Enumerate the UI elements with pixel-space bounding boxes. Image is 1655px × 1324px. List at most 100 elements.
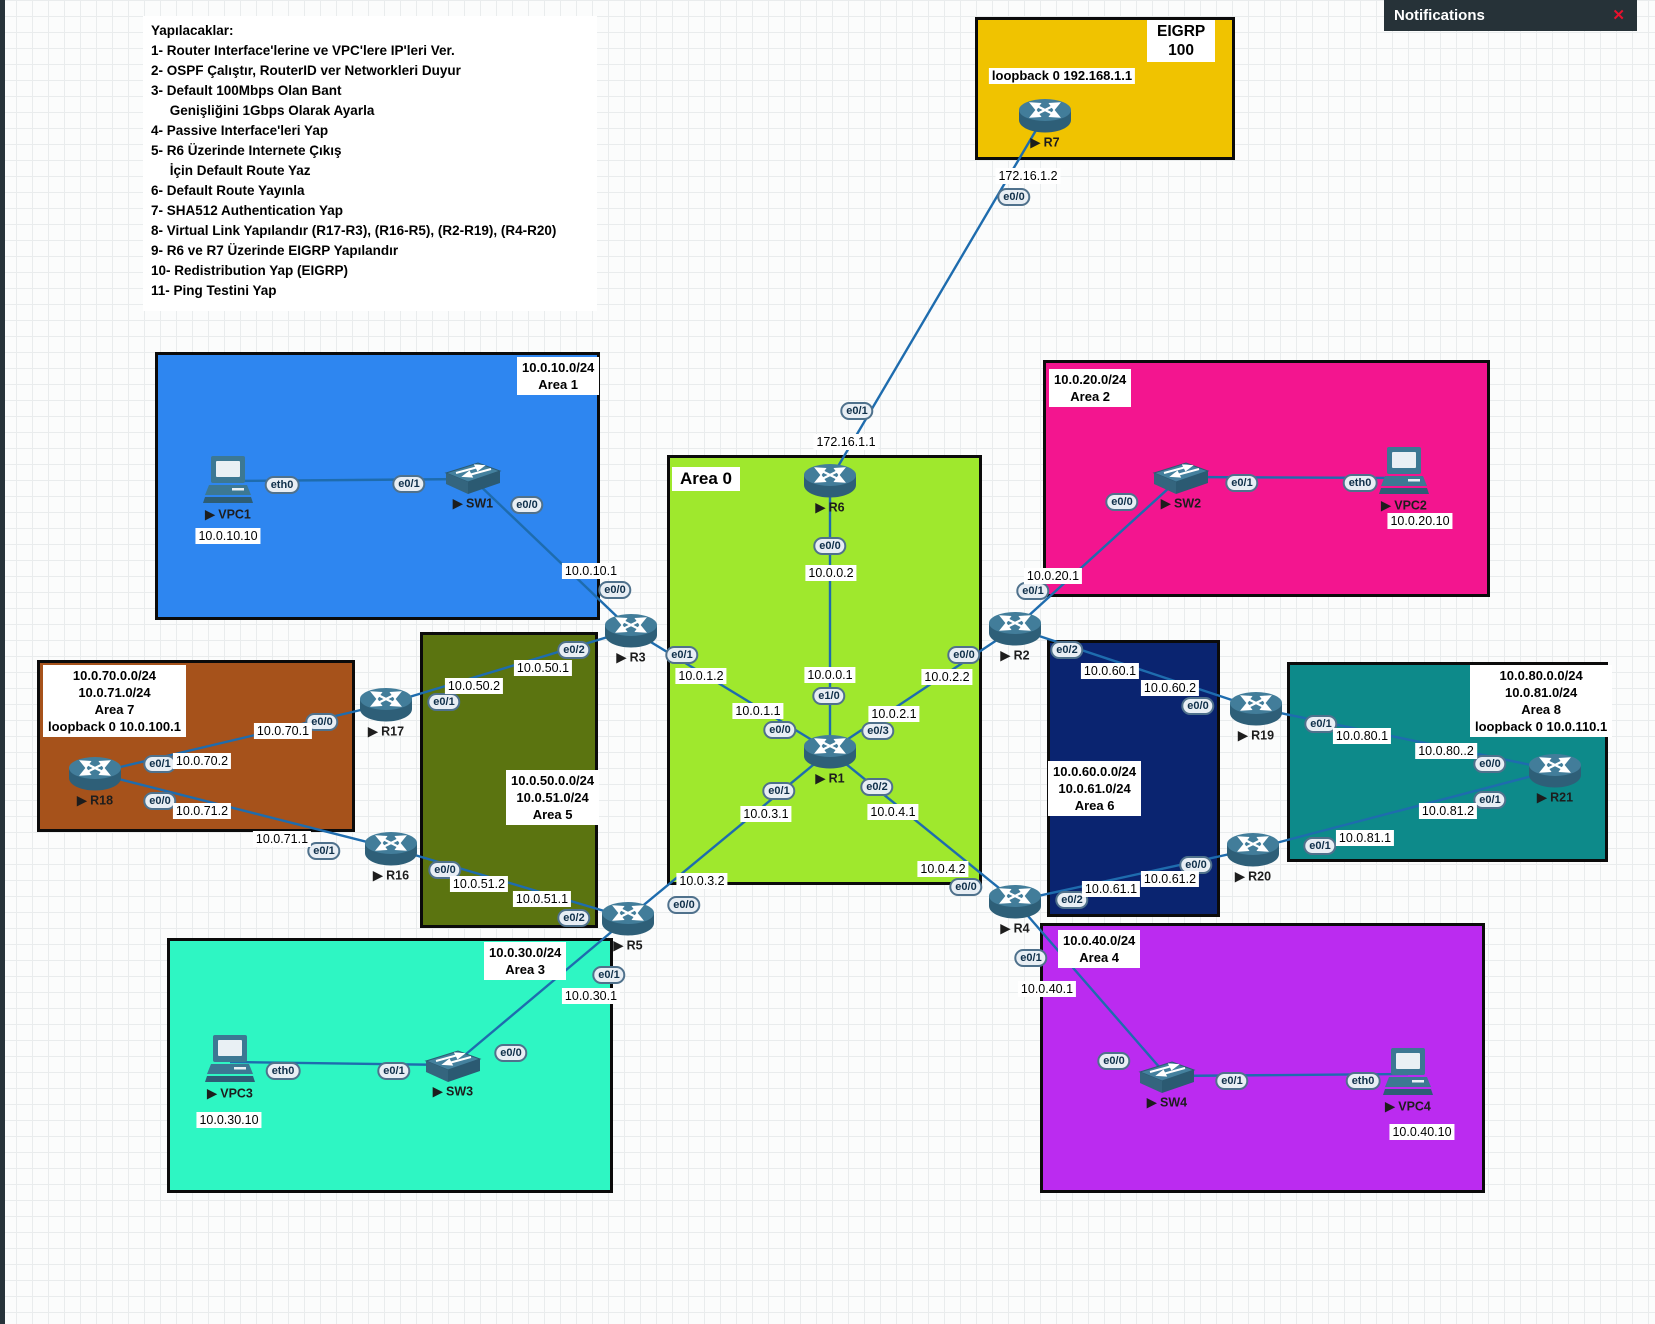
device-r18[interactable] bbox=[67, 754, 123, 792]
ip-label: 10.0.10.1 bbox=[561, 563, 621, 579]
interface-badge: e0/0 bbox=[598, 581, 632, 599]
link-r1-r4[interactable] bbox=[829, 750, 1016, 902]
area-label-line: 10.0.40.0/24 bbox=[1063, 933, 1136, 948]
interface-badge: e0/0 bbox=[494, 1044, 528, 1062]
device-name: R2 bbox=[1013, 648, 1030, 663]
interface-badge: eth0 bbox=[265, 1062, 301, 1080]
device-name: VPC1 bbox=[218, 507, 251, 522]
ip-label: 10.0.0.2 bbox=[805, 565, 857, 581]
device-name: R7 bbox=[1043, 135, 1060, 150]
ip-label: 10.0.51.1 bbox=[512, 891, 572, 907]
device-marker-icon: ▶ bbox=[1160, 496, 1171, 511]
link-r1-r5[interactable] bbox=[627, 750, 831, 919]
device-r4[interactable] bbox=[987, 882, 1043, 920]
device-r17[interactable] bbox=[358, 685, 414, 723]
device-sw2[interactable] bbox=[1148, 459, 1214, 495]
device-r3[interactable] bbox=[603, 611, 659, 649]
device-name: SW3 bbox=[446, 1084, 474, 1099]
area-label-line: 10.0.10.0/24 bbox=[522, 360, 595, 375]
link-r16-r5[interactable] bbox=[390, 846, 629, 920]
link-r4-sw4[interactable] bbox=[1014, 900, 1168, 1077]
ip-label: 10.0.30.1 bbox=[561, 988, 621, 1004]
todo-item: 2- OSPF Çalıştır, RouterID ver Networkle… bbox=[151, 63, 461, 78]
device-vpc2[interactable] bbox=[1378, 446, 1430, 498]
device-marker-icon: ▶ bbox=[205, 507, 215, 522]
device-marker-icon: ▶ bbox=[452, 496, 463, 511]
device-r7[interactable] bbox=[1017, 96, 1073, 134]
area-label-line: 10.0.71.0/24 bbox=[78, 685, 151, 700]
device-r6[interactable] bbox=[802, 461, 858, 499]
link-sw1-r3[interactable] bbox=[472, 478, 632, 631]
link-r17-r3[interactable] bbox=[385, 628, 632, 706]
interface-badge: e0/0 bbox=[949, 878, 983, 896]
device-r1[interactable] bbox=[802, 732, 858, 770]
interface-badge: e0/0 bbox=[947, 646, 981, 664]
vpc2-ip-label: 10.0.20.10 bbox=[1387, 513, 1453, 529]
area-label-line: 10.0.60.0.0/24 bbox=[1053, 764, 1137, 779]
link-r2-sw2[interactable] bbox=[1014, 476, 1182, 629]
ip-label: 10.0.50.1 bbox=[513, 660, 573, 676]
device-name: R17 bbox=[381, 724, 405, 739]
interface-badge: e0/0 bbox=[1097, 1052, 1131, 1070]
close-icon[interactable]: ✕ bbox=[1612, 7, 1625, 24]
link-r1-r2[interactable] bbox=[829, 627, 1016, 752]
device-r2[interactable] bbox=[987, 609, 1043, 647]
link-r4-r20[interactable] bbox=[1014, 847, 1254, 903]
link-r20-r21[interactable] bbox=[1252, 768, 1556, 851]
device-r16[interactable] bbox=[363, 829, 419, 867]
link-r5-sw3[interactable] bbox=[452, 917, 629, 1066]
device-vpc1[interactable] bbox=[202, 455, 254, 507]
ip-label: 10.0.2.1 bbox=[868, 706, 920, 722]
ip-label: 10.0.61.1 bbox=[1081, 881, 1141, 897]
area-label-line: 10.0.50.0.0/24 bbox=[511, 773, 595, 788]
ip-label: 10.0.60.2 bbox=[1140, 680, 1200, 696]
device-label-vpc4: ▶ VPC4 bbox=[1385, 1099, 1431, 1114]
device-r21[interactable] bbox=[1527, 751, 1583, 789]
interface-badge: e0/2 bbox=[1050, 641, 1084, 659]
ip-label: 10.0.71.2 bbox=[172, 803, 232, 819]
interface-badge: e0/2 bbox=[1055, 891, 1089, 909]
interface-badge: e0/1 bbox=[1225, 474, 1259, 492]
interface-badge: e0/1 bbox=[665, 646, 699, 664]
todo-items: 1- Router Interface'lerine ve VPC'lere I… bbox=[151, 41, 589, 301]
device-name: VPC4 bbox=[1398, 1099, 1431, 1114]
device-r20[interactable] bbox=[1225, 830, 1281, 868]
device-name: R21 bbox=[1550, 790, 1574, 805]
device-sw1[interactable] bbox=[440, 459, 506, 495]
ip-label: 10.0.50.2 bbox=[444, 678, 504, 694]
device-sw3[interactable] bbox=[420, 1047, 486, 1083]
ip-label: 10.0.61.2 bbox=[1140, 871, 1200, 887]
device-label-r1: ▶ R1 bbox=[815, 771, 844, 786]
ip-label: 10.0.80..2 bbox=[1415, 743, 1477, 759]
interface-badge: e0/0 bbox=[143, 792, 177, 810]
device-vpc3[interactable] bbox=[204, 1034, 256, 1086]
device-marker-icon: ▶ bbox=[1030, 135, 1041, 150]
device-label-r16: ▶ R16 bbox=[373, 868, 409, 883]
ip-label: 10.0.81.2 bbox=[1418, 803, 1478, 819]
interface-badge: e0/1 bbox=[392, 475, 426, 493]
link-sw3-vpc3[interactable] bbox=[229, 1060, 454, 1067]
r7-loopback-label: loopback 0 192.168.1.1 bbox=[988, 68, 1136, 84]
notifications-panel: Notifications ✕ bbox=[1384, 0, 1637, 31]
area-label-line: 10.0.30.0/24 bbox=[489, 945, 562, 960]
device-r5[interactable] bbox=[600, 899, 656, 937]
device-r19[interactable] bbox=[1228, 689, 1284, 727]
link-r16-r18[interactable] bbox=[94, 771, 392, 850]
window-edge bbox=[0, 0, 5, 1324]
area-label-line: loopback 0 10.0.110.1 bbox=[1475, 719, 1608, 734]
interface-badge: e0/1 bbox=[1215, 1072, 1249, 1090]
interface-badge: e0/2 bbox=[860, 778, 894, 796]
link-r3-r1[interactable] bbox=[630, 628, 831, 753]
interface-badge: e0/1 bbox=[307, 842, 341, 860]
device-vpc4[interactable] bbox=[1382, 1047, 1434, 1099]
area-label-line: Area 2 bbox=[1070, 389, 1111, 404]
device-sw4[interactable] bbox=[1134, 1058, 1200, 1094]
device-marker-icon: ▶ bbox=[1000, 921, 1011, 936]
device-marker-icon: ▶ bbox=[1237, 728, 1248, 743]
interface-badge: e0/0 bbox=[997, 188, 1031, 206]
